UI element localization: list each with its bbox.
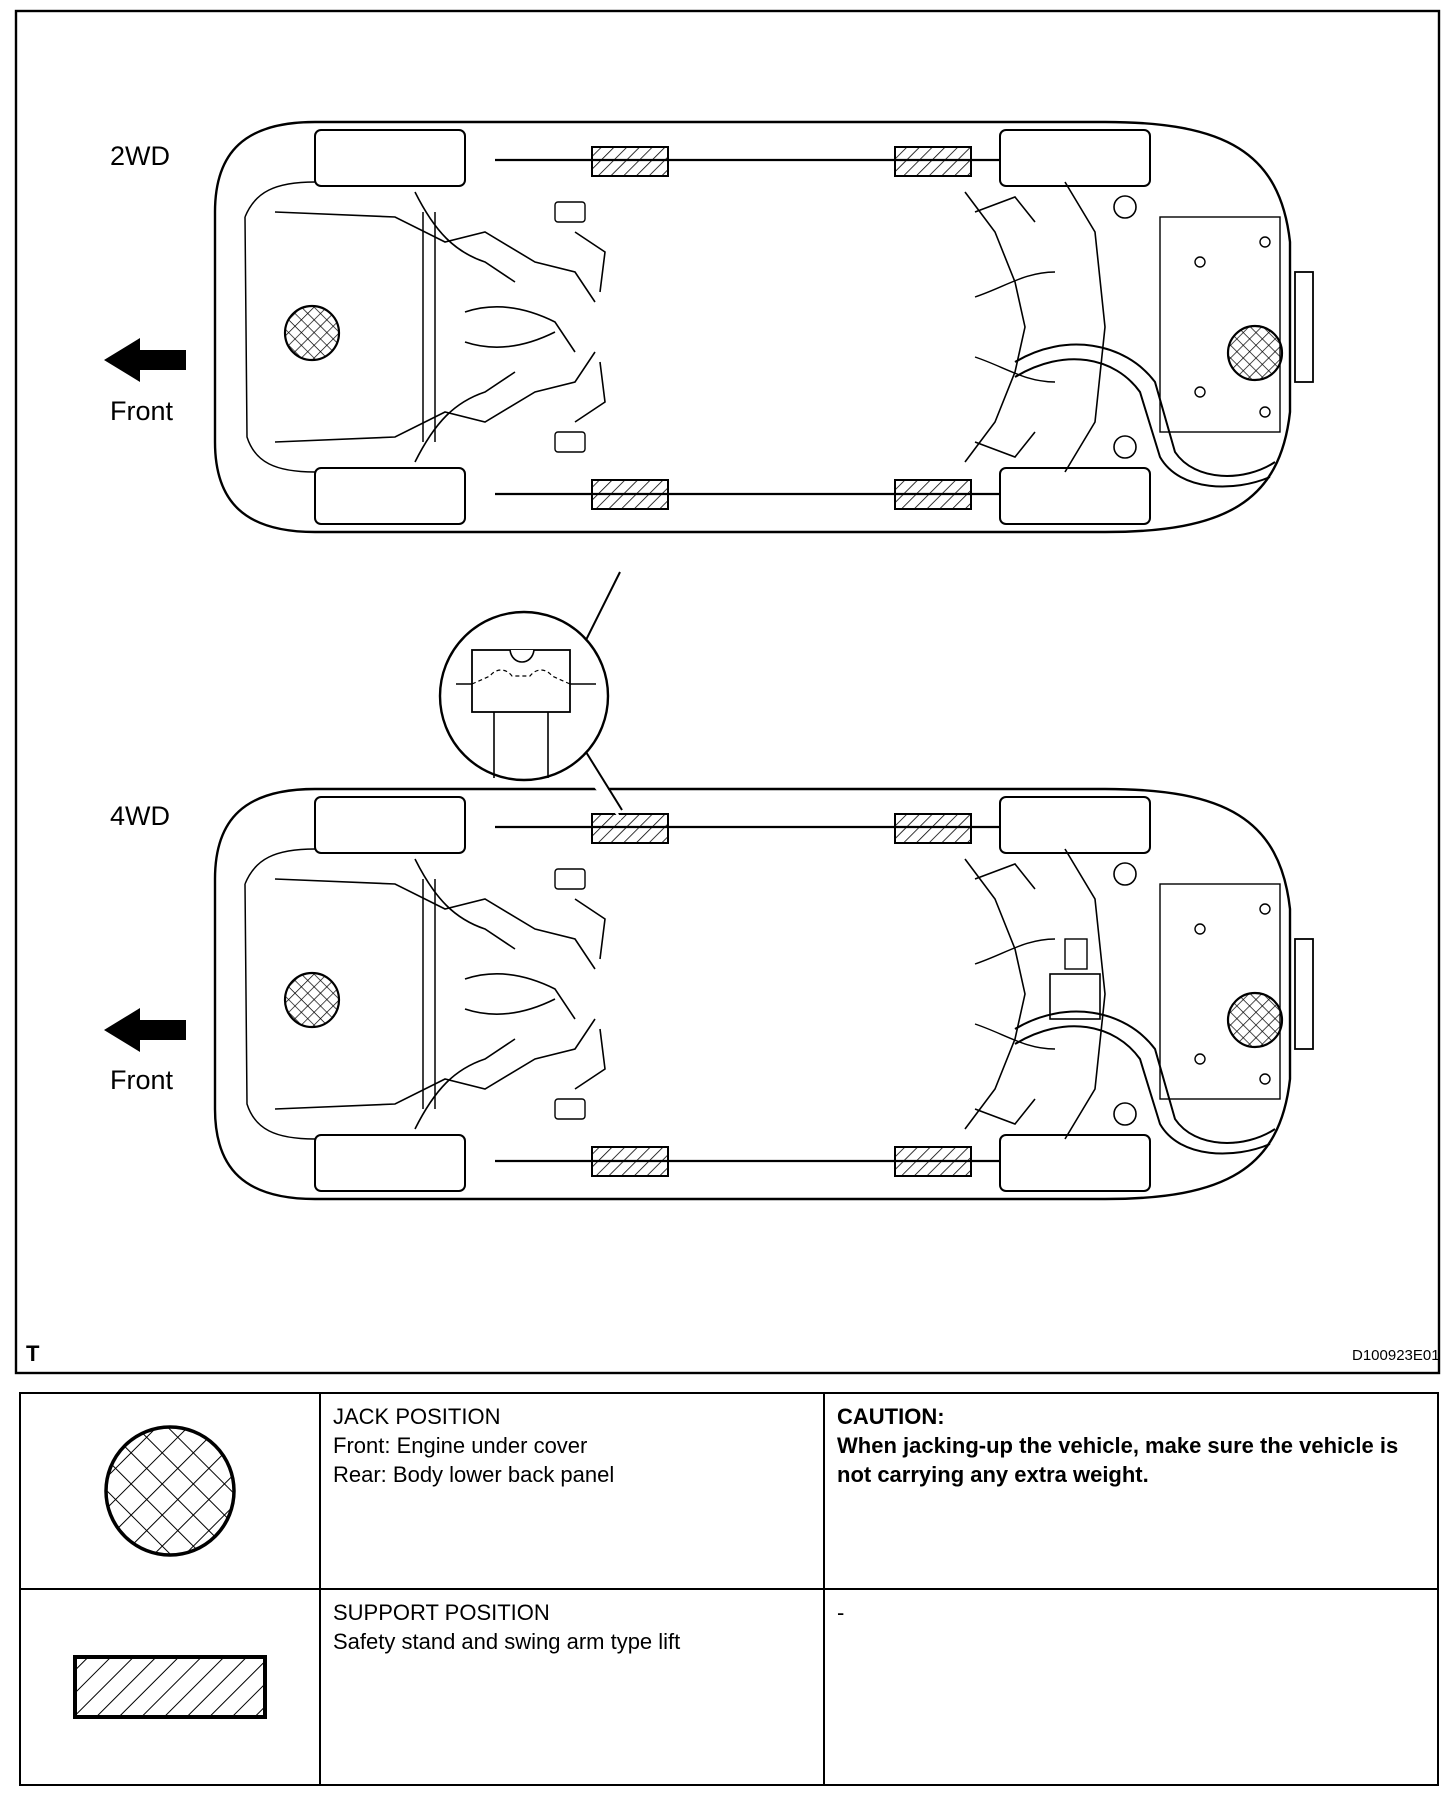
legend-title: JACK POSITION [333, 1404, 501, 1429]
label-4wd: 4WD [110, 801, 170, 831]
caution-line: When jacking-up the vehicle, make sure t… [837, 1433, 1399, 1458]
legend-note-cell: - [823, 1588, 1439, 1786]
support-point-2wd-front-left [591, 146, 669, 177]
jack-point-2wd-front [283, 304, 341, 362]
legend-line: Safety stand and swing arm type lift [333, 1629, 681, 1654]
support-point-4wd-front-left [591, 813, 669, 844]
label-2wd: 2WD [110, 141, 170, 171]
front-arrow-icon [104, 1008, 186, 1052]
corner-mark: T [26, 1341, 40, 1366]
figure-svg [14, 9, 1441, 1375]
legend-description-cell: JACK POSITION Front: Engine under cover … [319, 1392, 825, 1590]
caution-line: not carrying any extra weight. [837, 1462, 1149, 1487]
support-point-2wd-rear-right [894, 479, 972, 510]
legend-symbol-cell [19, 1392, 321, 1590]
support-position-hatched-rectangle-icon [73, 1655, 267, 1719]
support-detail-callout [438, 571, 623, 822]
support-point-4wd-rear-right [894, 1146, 972, 1177]
legend-line: Front: Engine under cover [333, 1433, 588, 1458]
legend-title: SUPPORT POSITION [333, 1600, 550, 1625]
support-point-4wd-front-right [591, 1146, 669, 1177]
jack-point-4wd-rear [1226, 991, 1284, 1049]
legend-description-cell: SUPPORT POSITION Safety stand and swing … [319, 1588, 825, 1786]
support-point-2wd-front-right [591, 479, 669, 510]
legend-symbol-cell [19, 1588, 321, 1786]
legend-note-cell: CAUTION: When jacking-up the vehicle, ma… [823, 1392, 1439, 1590]
figure-frame [14, 9, 1441, 1375]
legend-row-jack: JACK POSITION Front: Engine under cover … [19, 1392, 1439, 1590]
vehicle-4wd [213, 787, 1315, 1201]
caution-title: CAUTION: [837, 1404, 945, 1429]
jack-point-2wd-rear [1226, 324, 1284, 382]
front-label: Front [110, 396, 174, 426]
legend-line: Rear: Body lower back panel [333, 1462, 615, 1487]
note-dash: - [837, 1600, 845, 1625]
jack-position-crosshatch-circle-icon [104, 1425, 236, 1557]
vehicle-2wd [213, 120, 1315, 534]
support-point-2wd-rear-left [894, 146, 972, 177]
support-point-4wd-rear-left [894, 813, 972, 844]
front-arrow-icon [104, 338, 186, 382]
figure-code: D100923E01 [1352, 1347, 1440, 1364]
jacking-points-figure: 2WD 4WD Front Front T D100923E01 [14, 9, 1441, 1375]
front-label: Front [110, 1065, 174, 1095]
legend-table: JACK POSITION Front: Engine under cover … [19, 1392, 1439, 1786]
legend-row-support: SUPPORT POSITION Safety stand and swing … [19, 1588, 1439, 1786]
jack-point-4wd-front [283, 971, 341, 1029]
